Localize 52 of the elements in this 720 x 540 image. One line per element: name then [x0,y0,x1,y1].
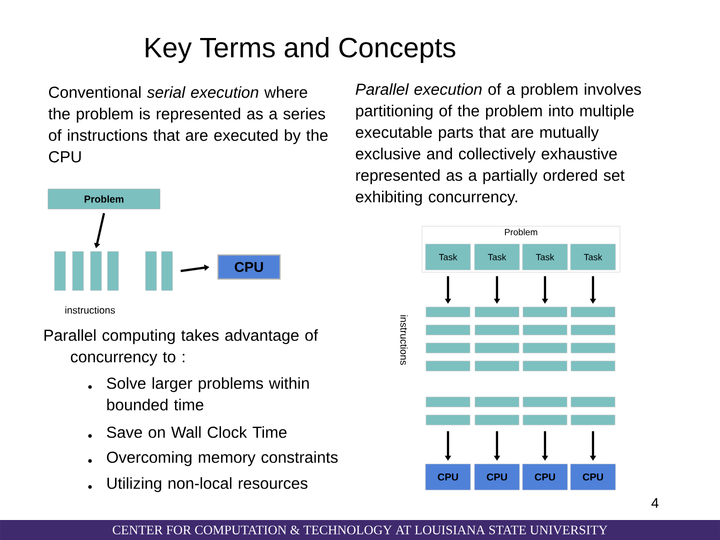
axis-label: instructions [400,315,408,365]
task-box: Task [570,244,616,270]
task-box: Task [425,244,471,270]
instruction-bar [426,306,470,318]
instruction-bar [426,414,470,426]
list-item: Overcoming memory constraints [106,451,338,466]
instruction-bar [474,324,520,336]
instruction-bar [570,396,616,408]
instruction-bar [522,396,568,408]
instruction-bar [522,342,568,354]
cpu-box: CPU [522,464,568,490]
instruction-bar [570,342,616,354]
task-box: Task [474,244,520,270]
instruction-bar [107,251,119,291]
instruction-bar [54,251,66,291]
instruction-bar [474,360,520,372]
instruction-bar [570,324,616,336]
instruction-bar [570,414,616,426]
instruction-bar [522,306,568,318]
instruction-bar [474,306,520,318]
instruction-bar [161,251,173,291]
problem-box: Problem [48,188,160,210]
cpu-box: CPU [474,464,520,490]
instruction-bar [474,414,520,426]
instruction-bar [426,360,470,372]
task-box: Task [522,244,568,270]
cpu-box: CPU [217,254,281,280]
instruction-bar [522,324,568,336]
instruction-bar [570,306,616,318]
instruction-bar [72,251,84,291]
list-item: Solve larger problems within bounded time [106,377,309,410]
instruction-bar [522,414,568,426]
footer-bar: CENTER FOR COMPUTATION & TECHNOLOGY AT LOUISIANA STATE UNIVERSITY [0,520,720,540]
paragraph: Conventional serial execution where the problem is represented as a series of instructions that are executed by the CPU [48,86,328,162]
axis-label: instructions [65,306,115,314]
list-item: Utilizing non-local resources [107,477,308,492]
paragraph: Parallel computing takes advantage of concurrency to : [44,329,318,366]
list-item: Save on Wall Clock Time [106,426,287,438]
instruction-bar [90,251,102,291]
instruction-bar [426,324,470,336]
instruction-bar [522,360,568,372]
cpu-box: CPU [425,464,471,490]
instruction-bar [145,251,157,291]
cpu-box: CPU [570,464,616,490]
instruction-bar [426,342,470,354]
paragraph: Parallel execution of a problem involves partitioning of the problem into multiple executable parts that are mutually exclusive and collectively exhaustive represented as a partially ordered set exhibiting concurrency. [356,83,641,206]
instruction-bar [570,360,616,372]
instruction-bar [474,342,520,354]
title: Key Terms and Concepts [146,36,456,64]
instruction-bar [474,396,520,408]
instruction-bar [426,396,470,408]
page-number: 4 [651,498,658,508]
